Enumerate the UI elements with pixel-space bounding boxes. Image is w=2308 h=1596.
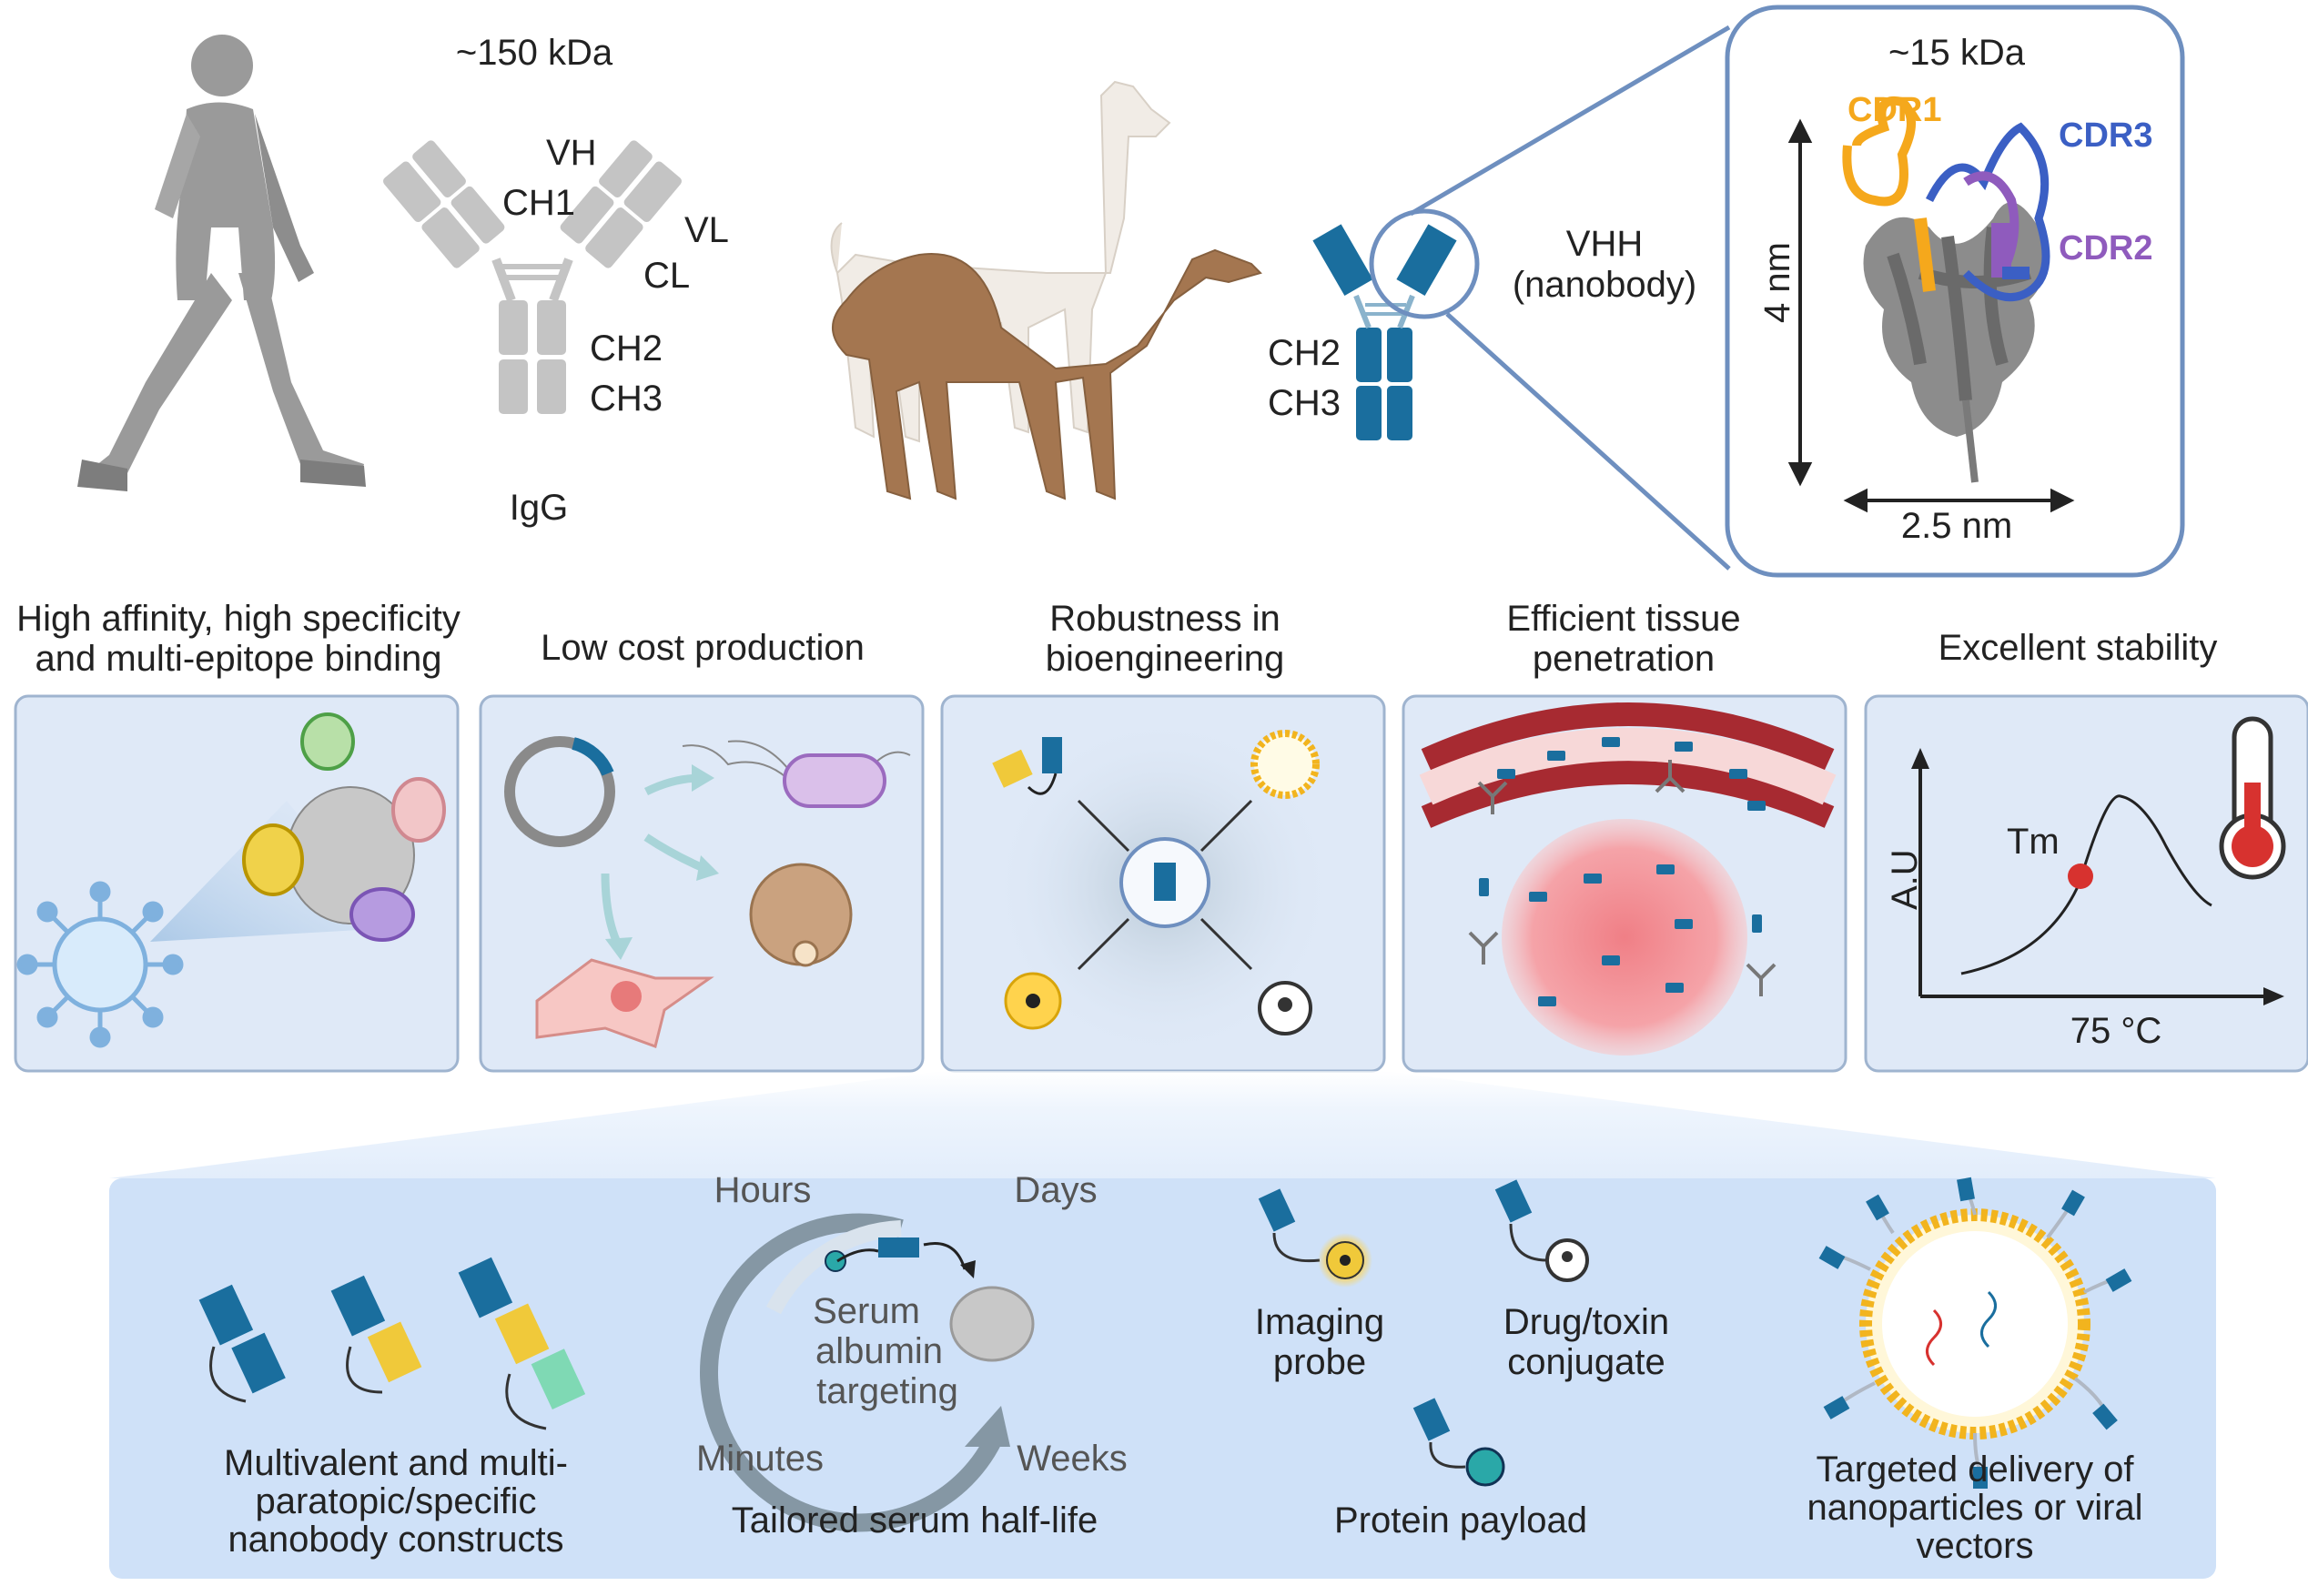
minutes-label: Minutes [695,1439,825,1479]
heavy-chain-antibody-icon [1312,208,1480,440]
cl-label: CL [643,256,691,296]
stability-ylabel: A.U [1885,849,1925,910]
tm-point [2068,864,2093,889]
igg-antibody-icon [383,140,682,414]
hcab-ch3-label: CH3 [1268,383,1341,423]
panel1-title-line2: and multi-epitope binding [35,639,442,679]
imaging-line2: probe [1272,1342,1367,1382]
vl-label: VL [684,210,729,250]
liposome-nanoparticle-icon [1818,1177,2132,1489]
protein-payload-label: Protein payload [1334,1500,1587,1540]
ch3-label: CH3 [590,379,663,419]
panel1-title-line1: High affinity, high specificity [16,599,461,639]
llama-icon [830,80,1171,443]
conjugates-illustration [1258,1179,1589,1487]
stability-plot [1911,716,2286,1005]
panel3-title-line2: bioengineering [1045,639,1285,679]
height-label: 4 nm [1757,242,1797,323]
delivery-line2: nanoparticles or viral [1807,1488,2143,1528]
cdr3-label: CDR3 [2059,116,2153,155]
zoom-lines [1409,25,1731,571]
nanobody-fusion-icon [992,737,1062,795]
half-life-cycle-icon [700,1213,1035,1532]
width-label: 2.5 nm [1900,506,2013,546]
days-label: Days [1014,1170,1098,1210]
vh-label: VH [546,133,597,173]
hcab-ch2-label: CH2 [1268,333,1341,373]
multivalent-line2: paratopic/specific [255,1481,537,1521]
panel4-title-line1: Efficient tissue [1506,599,1741,639]
drug-line2: conjugate [1507,1342,1665,1382]
vhh-label: VHH [1565,224,1644,264]
tissue-penetration-illustration [1419,702,1837,1056]
panel2-title: Low cost production [541,628,865,668]
applications-panel [109,1178,2216,1579]
human-figure-icon [77,35,366,491]
multivalent-line1: Multivalent and multi- [224,1443,568,1483]
virus-epitope-illustration [16,712,446,1048]
tm-label: Tm [2007,822,2060,862]
ch2-label: CH2 [590,328,663,369]
cdr2-label: CDR2 [2059,229,2153,268]
delivery-line3: vectors [1916,1526,2034,1566]
bioengineering-illustration [990,714,1336,1060]
hours-label: Hours [714,1170,812,1210]
dimension-arrows [1787,118,2075,513]
igg-weight-label: ~150 kDa [455,33,613,73]
nanobody-label: (nanobody) [1512,265,1697,305]
imaging-line1: Imaging [1254,1302,1385,1342]
half-life-caption: Tailored serum half-life [731,1500,1098,1540]
cdr1-label: CDR1 [1847,91,1942,129]
bottom-connector [109,1071,2216,1178]
thermometer-icon [2219,716,2286,880]
delivery-line1: Targeted delivery of [1816,1450,2134,1490]
nanobody-weight-label: ~15 kDa [1888,33,2026,73]
production-hosts-illustration [504,736,911,1048]
albumin-label: albumin [815,1331,944,1371]
targeting-label: targeting [816,1371,958,1411]
camel-icon [832,248,1262,500]
multivalent-line3: nanobody constructs [228,1520,564,1560]
panel3-title-line1: Robustness in [1049,599,1281,639]
nanobody-structure-icon [1842,96,2050,483]
stability-xlabel: 75 °C [2070,1011,2162,1051]
ch1-label: CH1 [502,183,576,223]
panel4-title-line2: penetration [1532,639,1716,679]
panel5-title: Excellent stability [1938,628,2218,668]
melting-curve [1960,794,2212,975]
weeks-label: Weeks [1017,1439,1128,1479]
drug-line1: Drug/toxin [1503,1302,1670,1342]
igg-name-label: IgG [509,488,569,528]
serum-label: Serum [813,1291,920,1331]
multivalent-constructs-illustration [198,1257,586,1430]
